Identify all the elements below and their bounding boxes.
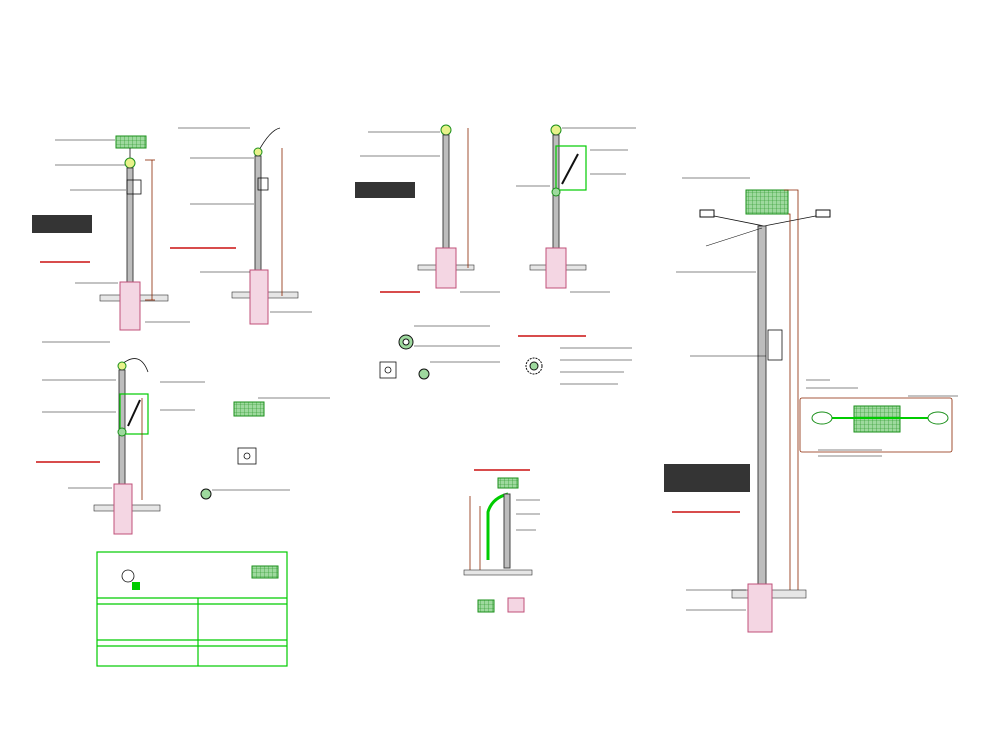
solar-panel-main <box>745 189 789 215</box>
lamp-1 <box>124 157 136 169</box>
detail-elevation-4 <box>516 124 636 293</box>
detail-frontal-elevation-1 <box>32 135 190 331</box>
detail-frontal-elevation-main <box>664 177 831 633</box>
pole-main <box>757 225 767 595</box>
detail-elevation-3 <box>355 124 500 293</box>
pole-1 <box>126 167 134 287</box>
legend-table <box>96 551 288 667</box>
foundation-main <box>747 583 773 633</box>
foundation-1 <box>119 281 141 331</box>
detail-plan <box>379 325 632 385</box>
detail-panel-plan <box>799 379 958 457</box>
detail-panel-small <box>200 397 330 500</box>
detail-frontal-elevation-2 <box>36 341 205 535</box>
detail-side-elevation-1 <box>170 127 312 325</box>
solar-panel-1 <box>115 135 147 149</box>
detail-elevation-5 <box>463 469 540 613</box>
